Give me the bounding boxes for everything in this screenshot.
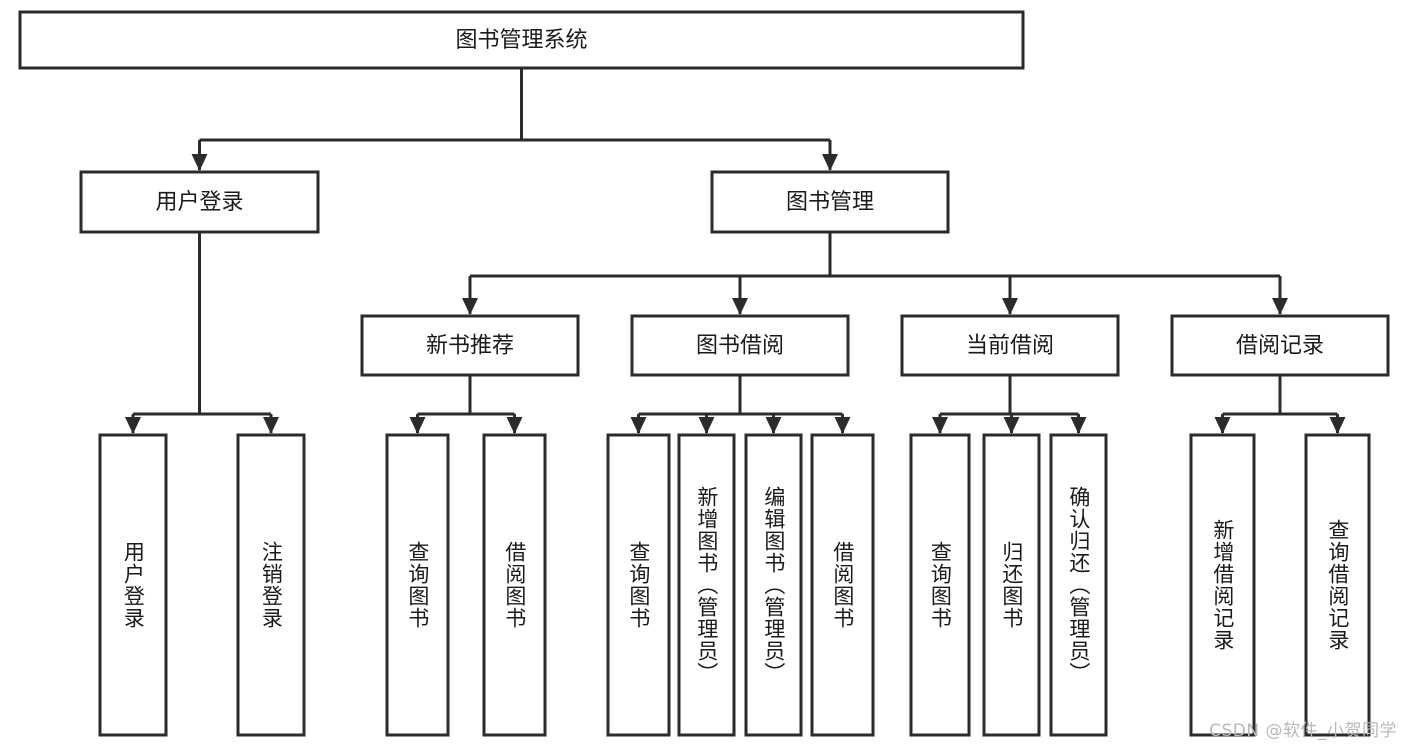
node-leaf-用户登录[interactable] bbox=[98, 433, 168, 737]
node-level2-label-0: 用户登录 bbox=[155, 190, 243, 215]
arrow-head-icon-leaf-2-3 bbox=[834, 417, 851, 434]
node-leaf-新增借阅记录[interactable] bbox=[1189, 433, 1256, 737]
node-level3-label-2: 当前借阅 bbox=[966, 334, 1054, 359]
node-level2-label-1: 图书管理 bbox=[786, 190, 874, 215]
node-leaf-借阅图书[interactable] bbox=[810, 433, 875, 737]
arrow-head-icon-leaf-3-2 bbox=[1070, 417, 1087, 434]
node-level2-图书管理[interactable] bbox=[710, 170, 950, 234]
arrow-head-icon-leaf-1-0 bbox=[409, 417, 426, 434]
arrow-head-icon-level2-0 bbox=[191, 154, 208, 171]
node-leaf-归还图书[interactable] bbox=[982, 433, 1041, 737]
node-leaf-查询借阅记录[interactable] bbox=[1304, 433, 1371, 737]
node-level3-label-3: 借阅记录 bbox=[1236, 334, 1324, 359]
watermark: CSDN @软件_小贺同学 bbox=[1209, 721, 1397, 741]
node-leaf-查询图书[interactable] bbox=[606, 433, 671, 737]
node-level3-label-0: 新书推荐 bbox=[426, 334, 514, 359]
node-level3-当前借阅[interactable] bbox=[900, 314, 1120, 377]
node-leaf-借阅图书[interactable] bbox=[482, 433, 547, 737]
arrow-head-icon-leaf-4-0 bbox=[1214, 417, 1231, 434]
arrow-head-icon-level3-2 bbox=[1002, 298, 1018, 315]
node-leaf-查询图书[interactable] bbox=[909, 433, 971, 737]
arrow-head-icon-leaf-3-1 bbox=[1003, 417, 1020, 434]
node-level3-label-1: 图书借阅 bbox=[696, 334, 784, 359]
node-root-label: 图书管理系统 bbox=[455, 28, 587, 53]
arrow-head-icon-level3-0 bbox=[462, 298, 478, 315]
arrow-head-icon-level3-1 bbox=[732, 298, 748, 315]
arrow-head-icon-level2-1 bbox=[822, 154, 838, 171]
node-leaf-新增图书（管理员）[interactable] bbox=[677, 433, 736, 737]
node-level3-图书借阅[interactable] bbox=[630, 314, 850, 377]
arrow-head-icon-leaf-4-1 bbox=[1329, 417, 1346, 434]
arrow-head-icon-leaf-2-0 bbox=[630, 417, 647, 434]
arrow-head-icon-leaf-1-1 bbox=[506, 417, 523, 434]
arrow-head-icon-leaf-2-1 bbox=[698, 417, 715, 434]
arrow-head-icon-leaf-0-0 bbox=[125, 417, 141, 434]
boxes-layer bbox=[18, 10, 1390, 737]
node-leaf-查询图书[interactable] bbox=[385, 433, 450, 737]
node-root-图书管理系统[interactable] bbox=[18, 10, 1025, 70]
node-leaf-注销登录[interactable] bbox=[236, 433, 306, 737]
node-leaf-确认归还（管理员）[interactable] bbox=[1049, 433, 1108, 737]
node-level3-借阅记录[interactable] bbox=[1170, 314, 1390, 377]
edges-layer bbox=[125, 68, 1346, 434]
arrow-head-icon-leaf-0-1 bbox=[263, 417, 279, 434]
node-level2-用户登录[interactable] bbox=[79, 170, 320, 234]
arrow-head-icon-level3-3 bbox=[1272, 298, 1288, 315]
node-level3-新书推荐[interactable] bbox=[360, 314, 580, 377]
arrow-head-icon-leaf-3-0 bbox=[932, 417, 948, 434]
node-leaf-编辑图书（管理员）[interactable] bbox=[744, 433, 803, 737]
arrow-head-icon-leaf-2-2 bbox=[765, 417, 782, 434]
